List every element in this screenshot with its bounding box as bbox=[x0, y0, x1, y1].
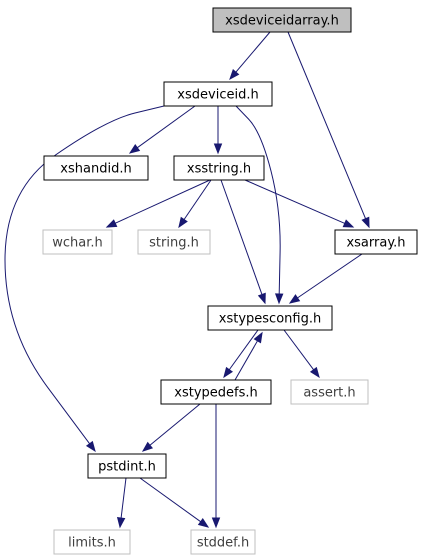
node-string: string.h bbox=[137, 229, 211, 255]
edge-line bbox=[114, 179, 211, 225]
node-label: xsdeviceid.h bbox=[177, 88, 258, 103]
edge-line bbox=[148, 403, 201, 447]
edge-line bbox=[183, 179, 212, 221]
node-assert: assert.h bbox=[290, 379, 369, 405]
node-xstypedefs[interactable]: xstypedefs.h bbox=[160, 379, 272, 405]
node-label: pstdint.h bbox=[98, 460, 156, 475]
edge-xstypedefs-to-stddef bbox=[211, 404, 221, 529]
nodes-layer: xsdeviceidarray.h xsdeviceid.h xshandid.h x… bbox=[42, 7, 418, 555]
node-label: xstypesconfig.h bbox=[219, 312, 321, 327]
arrow-head bbox=[141, 441, 154, 452]
arrow-head bbox=[128, 144, 141, 154]
arrow-head bbox=[288, 294, 301, 304]
arrow-head bbox=[229, 69, 240, 81]
edge-xstypesconfig-to-xstypedefs bbox=[223, 329, 259, 379]
edge-line bbox=[136, 105, 196, 149]
arrow-head bbox=[223, 366, 233, 379]
edge-line bbox=[228, 329, 259, 371]
edge-line bbox=[220, 179, 263, 296]
node-label: xsarray.h bbox=[346, 236, 405, 251]
edge-xsstring-to-string bbox=[178, 179, 212, 229]
node-stddef: stddef.h bbox=[190, 529, 256, 555]
edge-line bbox=[120, 477, 127, 520]
edge-line bbox=[4, 105, 165, 445]
arrow-head bbox=[211, 517, 221, 529]
edge-line bbox=[296, 253, 363, 299]
node-xstypesconfig[interactable]: xstypesconfig.h bbox=[207, 305, 333, 331]
edge-line bbox=[234, 339, 259, 381]
node-box bbox=[212, 7, 352, 33]
node-label: xsdeviceidarray.h bbox=[225, 14, 339, 29]
arrow-head bbox=[213, 143, 223, 155]
edge-xsdeviceid-to-xstypesconfig bbox=[235, 105, 284, 305]
node-xsdeviceidarray[interactable]: xsdeviceidarray.h bbox=[212, 7, 352, 33]
edge-xsarray-to-xstypesconfig bbox=[288, 253, 363, 304]
node-box bbox=[190, 529, 256, 555]
edge-line bbox=[234, 31, 271, 74]
arrow-head bbox=[197, 518, 210, 528]
node-wchar: wchar.h bbox=[42, 229, 113, 255]
edge-line bbox=[235, 105, 281, 296]
node-box bbox=[290, 379, 369, 405]
node-label: xshandid.h bbox=[60, 162, 131, 177]
edge-xstypedefs-to-pstdint bbox=[141, 403, 201, 452]
node-box bbox=[53, 529, 131, 555]
node-pstdint[interactable]: pstdint.h bbox=[87, 453, 167, 479]
arrow-head bbox=[309, 366, 320, 379]
node-box bbox=[163, 81, 273, 107]
node-box bbox=[87, 453, 167, 479]
node-box bbox=[334, 229, 418, 255]
edge-xsstring-to-wchar bbox=[105, 179, 211, 228]
arrow-head bbox=[178, 216, 188, 229]
edge-xsstring-to-xsarray bbox=[244, 179, 355, 228]
node-limits: limits.h bbox=[53, 529, 131, 555]
node-label: stddef.h bbox=[197, 536, 249, 551]
arrow-head bbox=[274, 293, 284, 305]
edge-pstdint-to-limits bbox=[116, 477, 127, 529]
node-label: assert.h bbox=[303, 386, 355, 401]
edge-xstypesconfig-to-assert bbox=[283, 329, 320, 379]
node-box bbox=[207, 305, 333, 331]
edge-line bbox=[283, 329, 315, 371]
edges-layer bbox=[4, 31, 370, 529]
arrow-head bbox=[253, 331, 263, 344]
arrow-head bbox=[105, 219, 118, 228]
node-label: xsstring.h bbox=[187, 162, 251, 177]
edge-xsdeviceid-to-pstdint bbox=[4, 105, 165, 453]
node-label: xstypedefs.h bbox=[174, 386, 257, 401]
node-xsdeviceid[interactable]: xsdeviceid.h bbox=[163, 81, 273, 107]
node-box bbox=[160, 379, 272, 405]
node-box bbox=[43, 155, 149, 181]
edge-line bbox=[244, 179, 346, 225]
node-label: limits.h bbox=[68, 536, 116, 551]
arrow-head bbox=[85, 440, 96, 453]
node-xsarray[interactable]: xsarray.h bbox=[334, 229, 418, 255]
edge-line bbox=[139, 477, 202, 523]
node-box bbox=[173, 155, 265, 181]
node-label: wchar.h bbox=[52, 236, 103, 251]
edge-xstypedefs-to-xstypesconfig bbox=[234, 331, 263, 381]
arrow-head bbox=[116, 517, 126, 529]
node-box bbox=[42, 229, 113, 255]
node-xshandid[interactable]: xshandid.h bbox=[43, 155, 149, 181]
edge-xsdeviceid-to-xsstring bbox=[213, 106, 223, 155]
edge-pstdint-to-stddef bbox=[139, 477, 210, 528]
edge-xsdeviceidarray-to-xsdeviceid bbox=[229, 31, 271, 81]
node-box bbox=[137, 229, 211, 255]
node-label: string.h bbox=[149, 236, 199, 251]
node-xsstring[interactable]: xsstring.h bbox=[173, 155, 265, 181]
arrow-head bbox=[257, 292, 266, 305]
edge-xsdeviceid-to-xshandid bbox=[128, 105, 196, 154]
edge-xsdeviceidarray-to-xsarray bbox=[287, 31, 370, 229]
edge-line bbox=[287, 31, 367, 220]
arrow-head bbox=[361, 216, 370, 229]
edge-xsstring-to-xstypesconfig bbox=[220, 179, 266, 305]
arrow-head bbox=[342, 219, 355, 228]
